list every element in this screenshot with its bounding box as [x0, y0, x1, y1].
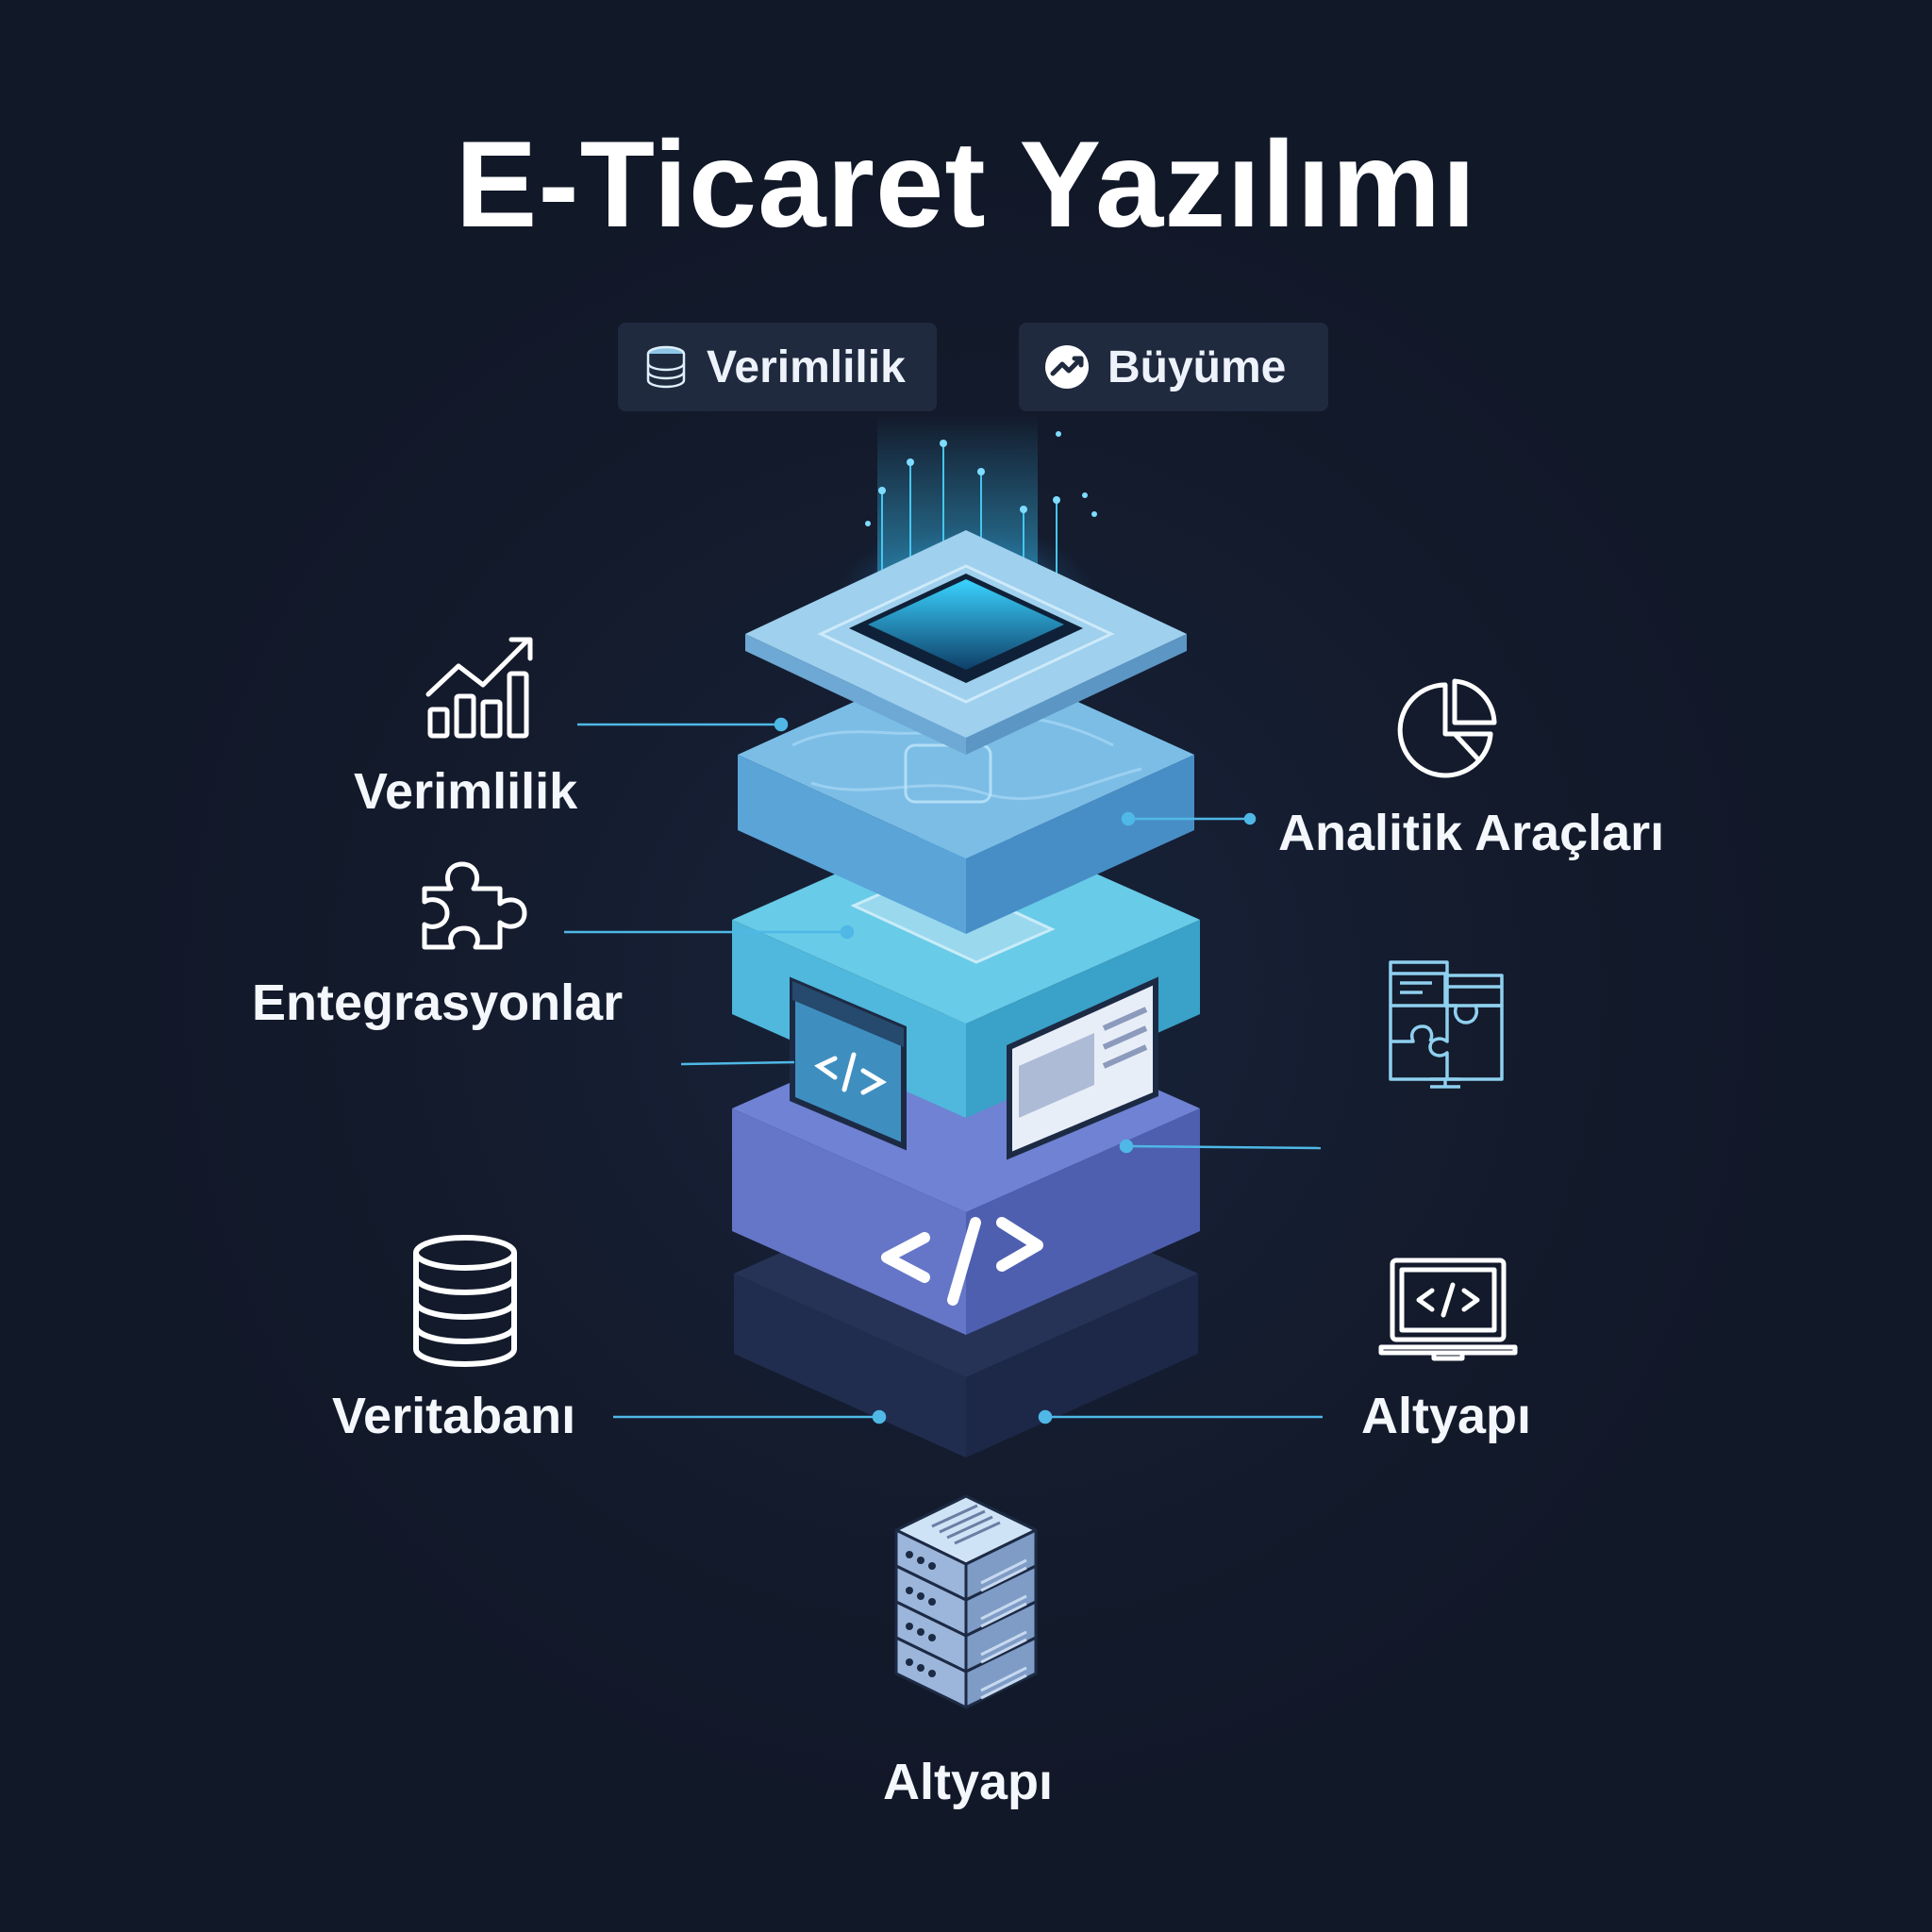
- growth-chart-icon: [425, 637, 533, 739]
- badge-growth-label: Büyüme: [1108, 341, 1287, 392]
- badge-efficiency: Verimlilik: [618, 323, 937, 411]
- server-rack-icon: [894, 1494, 1038, 1709]
- database-icon: [646, 345, 686, 389]
- label-infrastructure-right: Altyapı: [1361, 1388, 1532, 1444]
- badge-efficiency-label: Verimlilik: [707, 341, 906, 392]
- puzzle-icon: [422, 861, 527, 950]
- laptop-code-icon: [1378, 1257, 1518, 1361]
- label-integrations: Entegrasyonlar: [252, 974, 624, 1031]
- label-infrastructure-bottom: Altyapı: [883, 1754, 1054, 1810]
- badge-growth: Büyüme: [1019, 323, 1328, 411]
- pie-chart-icon: [1397, 678, 1497, 778]
- label-efficiency: Verimlilik: [354, 763, 578, 820]
- puzzle-window-icon: [1389, 960, 1504, 1089]
- page-title: E-Ticaret Yazılımı: [455, 115, 1477, 253]
- layer-core: [745, 530, 1187, 755]
- label-analytics: Analitik Araçları: [1278, 805, 1665, 861]
- connector-lines: [564, 717, 1323, 1424]
- label-database: Veritabanı: [332, 1388, 576, 1444]
- trend-check-icon: [1045, 345, 1089, 389]
- database-stack-icon: [413, 1235, 517, 1368]
